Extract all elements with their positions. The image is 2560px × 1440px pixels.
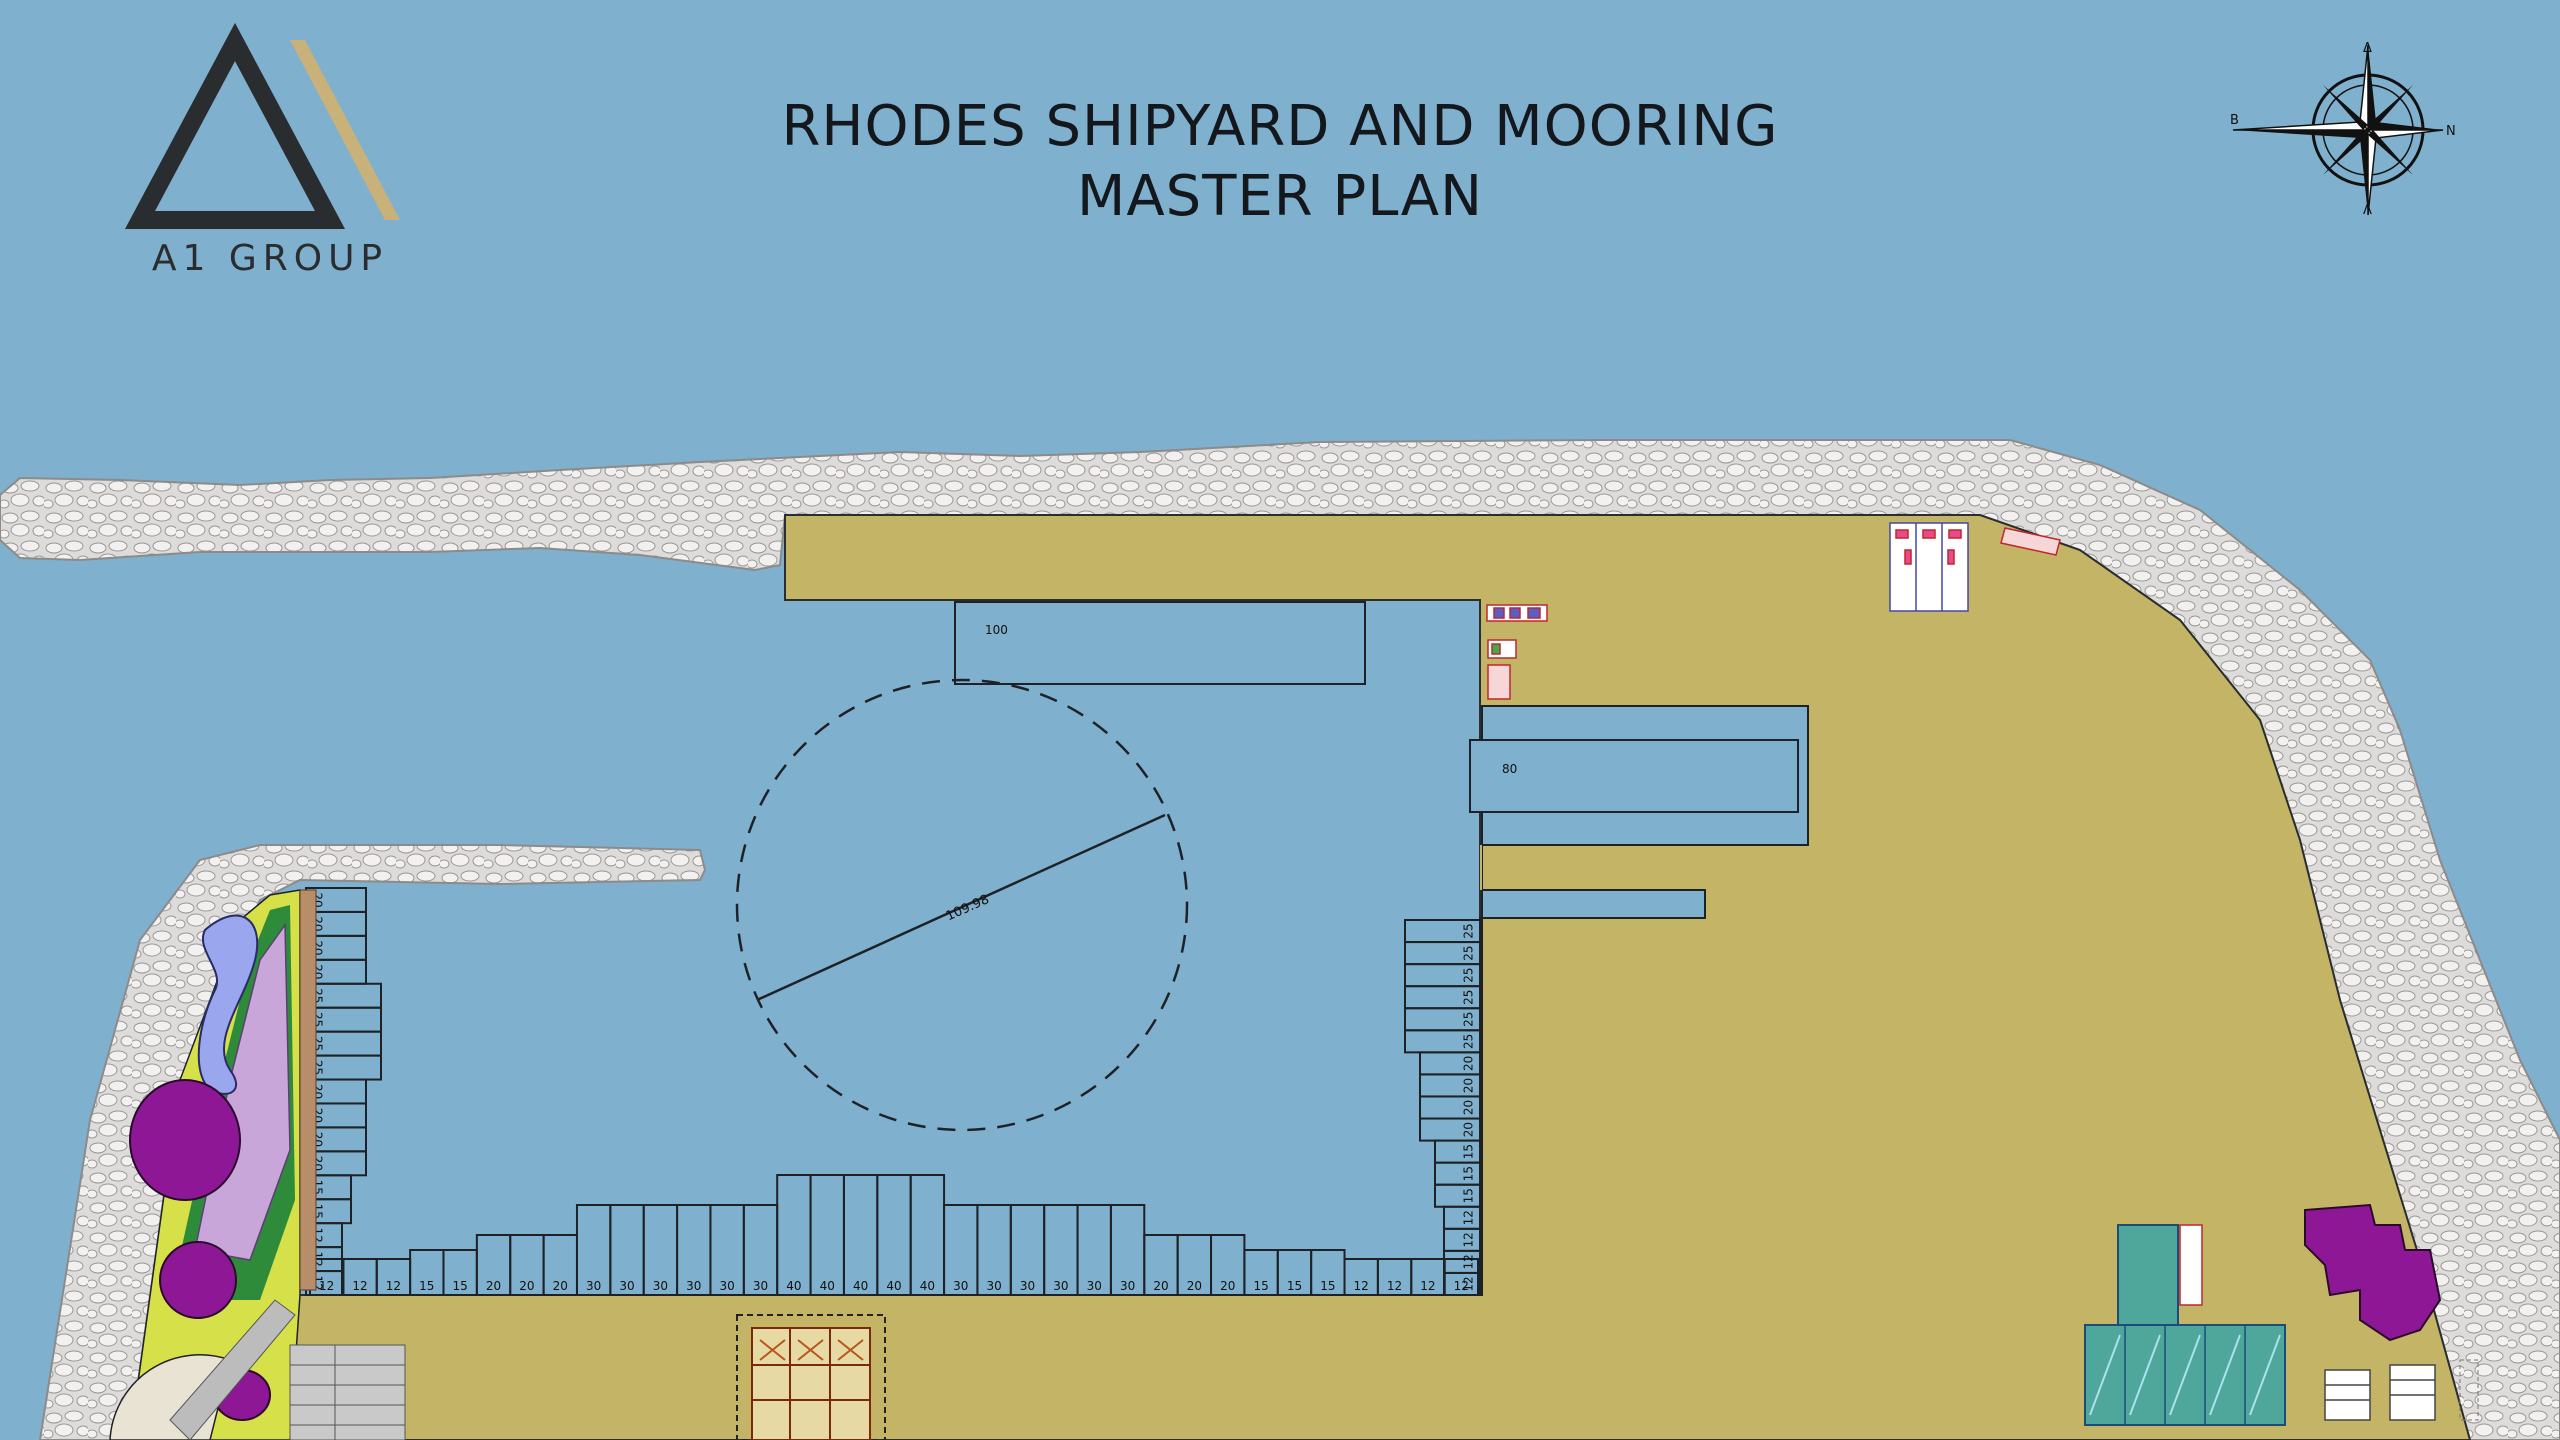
compass-south-label: Λ bbox=[2363, 203, 2372, 218]
berth-length-label: 12 bbox=[1387, 1279, 1402, 1293]
berth-length-label: 25 bbox=[1462, 990, 1476, 1005]
quay-utility-buildings bbox=[1486, 522, 2061, 700]
title-line-2: MASTER PLAN bbox=[1077, 164, 1483, 229]
berth-length-label: 12 bbox=[352, 1279, 367, 1293]
turning-circle bbox=[735, 678, 1189, 1132]
berth-top-pier bbox=[954, 601, 1366, 685]
compass-north-label: Δ bbox=[2363, 41, 2372, 56]
berth-length-label: 12 bbox=[1420, 1279, 1435, 1293]
berth-length-label: 12 bbox=[1462, 1232, 1476, 1247]
berth-length-label: 30 bbox=[653, 1279, 668, 1293]
berth-length-label: 40 bbox=[920, 1279, 935, 1293]
berth-length-label: 20 bbox=[1462, 1122, 1476, 1137]
berth-length-label: 20 bbox=[553, 1279, 568, 1293]
admin-building bbox=[2304, 1203, 2442, 1342]
berth-length-label: 40 bbox=[820, 1279, 835, 1293]
berth-length-label: 40 bbox=[786, 1279, 801, 1293]
berth-length-label: 30 bbox=[986, 1279, 1001, 1293]
berth-length-label: 30 bbox=[953, 1279, 968, 1293]
berth-length-label: 30 bbox=[1120, 1279, 1135, 1293]
berth-length-label: 12 bbox=[1354, 1279, 1369, 1293]
berth-length-label: 30 bbox=[1087, 1279, 1102, 1293]
berth-length-label: 15 bbox=[1287, 1279, 1302, 1293]
berth-length-label: 30 bbox=[1053, 1279, 1068, 1293]
berth-length-label: 25 bbox=[1462, 945, 1476, 960]
berth-top-label: 100 bbox=[985, 623, 1008, 637]
compass-rose-icon: Δ Λ B N bbox=[2230, 41, 2456, 218]
berth-length-label: 40 bbox=[853, 1279, 868, 1293]
resort-landscape bbox=[109, 889, 406, 1440]
berth-length-label: 12 bbox=[319, 1279, 334, 1293]
berth-length-label: 30 bbox=[619, 1279, 634, 1293]
berth-length-label: 30 bbox=[753, 1279, 768, 1293]
berth-length-label: 20 bbox=[486, 1279, 501, 1293]
berth-length-label: 40 bbox=[886, 1279, 901, 1293]
berth-length-label: 15 bbox=[1462, 1144, 1476, 1159]
berth-length-label: 15 bbox=[419, 1279, 434, 1293]
berth-length-label: 20 bbox=[519, 1279, 534, 1293]
berth-length-label: 20 bbox=[1153, 1279, 1168, 1293]
berth-right-label: 80 bbox=[1502, 762, 1517, 776]
berth-length-label: 25 bbox=[1462, 968, 1476, 983]
berth-length-label: 12 bbox=[1454, 1279, 1469, 1293]
berth-length-label: 30 bbox=[720, 1279, 735, 1293]
berth-right-slip bbox=[1469, 739, 1799, 813]
berth-length-label: 15 bbox=[1462, 1188, 1476, 1203]
compass-west-label: B bbox=[2230, 113, 2239, 128]
berth-length-label: 12 bbox=[386, 1279, 401, 1293]
berth-length-label: 15 bbox=[1320, 1279, 1335, 1293]
berth-slip bbox=[1443, 1271, 1481, 1296]
title-line-1: RHODES SHIPYARD AND MOORING bbox=[781, 94, 1779, 159]
berth-length-label: 30 bbox=[686, 1279, 701, 1293]
page-title: RHODES SHIPYARD AND MOORING MASTER PLAN bbox=[0, 92, 2560, 232]
berth-length-label: 20 bbox=[1462, 1100, 1476, 1115]
turning-circle-diameter bbox=[756, 813, 1166, 1002]
berth-length-label: 15 bbox=[453, 1279, 468, 1293]
berth-length-label: 20 bbox=[1462, 1056, 1476, 1071]
berth-length-label: 30 bbox=[1020, 1279, 1035, 1293]
berth-length-label: 12 bbox=[1462, 1254, 1476, 1269]
logo-wordmark: A1 GROUP bbox=[151, 238, 389, 279]
berth-length-label: 25 bbox=[1462, 1012, 1476, 1027]
slipway-cradle bbox=[736, 1314, 886, 1440]
berth-length-label: 15 bbox=[1253, 1279, 1268, 1293]
berth-length-label: 30 bbox=[586, 1279, 601, 1293]
berth-length-label: 25 bbox=[1462, 1034, 1476, 1049]
berth-length-label: 20 bbox=[1462, 1078, 1476, 1093]
berth-length-label: 25 bbox=[1462, 923, 1476, 938]
resort-building bbox=[129, 1079, 241, 1201]
parking-area bbox=[289, 1344, 406, 1440]
berth-length-label: 12 bbox=[1462, 1210, 1476, 1225]
berth-length-label: 20 bbox=[1220, 1279, 1235, 1293]
berth-length-label: 12 bbox=[1462, 1276, 1476, 1291]
berth-length-label: 20 bbox=[1187, 1279, 1202, 1293]
main-breakwater bbox=[0, 439, 2560, 1440]
facility-buildings bbox=[2084, 1203, 2479, 1426]
berth-length-label: 15 bbox=[1462, 1166, 1476, 1181]
a1-group-logo-icon bbox=[124, 22, 400, 229]
compass-east-label: N bbox=[2446, 124, 2456, 139]
